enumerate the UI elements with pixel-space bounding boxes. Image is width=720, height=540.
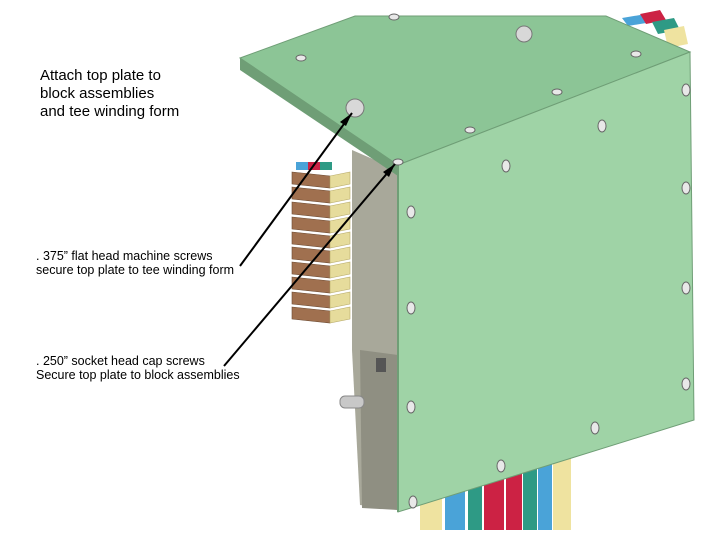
top-plate-screws [295, 13, 642, 166]
leader-lines [223, 112, 396, 367]
tee-winding-form [339, 150, 398, 510]
arrowhead-icon [383, 164, 395, 177]
cap-screw-icon [551, 88, 563, 96]
copper-block [291, 201, 331, 219]
screw-hole-icon [376, 358, 386, 372]
screw-icon [501, 159, 511, 173]
arrowhead-icon [340, 113, 352, 126]
flat-head-screw-icon [515, 25, 533, 43]
screw-icon [408, 495, 418, 509]
screw-icon [681, 181, 691, 195]
top-plate [238, 15, 695, 513]
screw-icon [406, 400, 416, 414]
screw-icon [590, 421, 600, 435]
insulation-block [329, 261, 351, 279]
leader-line-flat-head [239, 112, 353, 267]
screw-icon [597, 119, 607, 133]
insulation-block [329, 216, 351, 234]
copper-block [291, 246, 331, 264]
copper-block [291, 216, 331, 234]
cap-screw-icon [392, 158, 404, 166]
insulation-block [329, 201, 351, 219]
conductor-tab [296, 162, 308, 170]
copper-block [291, 231, 331, 249]
top-conductors [622, 10, 688, 48]
insulation-block [329, 246, 351, 264]
callout-flat-head-screws: . 375” flat head machine screws secure t… [36, 249, 235, 277]
screw-icon [681, 83, 691, 97]
screw-icon [406, 301, 416, 315]
block-assembly-stack [291, 162, 351, 324]
cap-screw-icon [388, 13, 400, 21]
copper-block [291, 291, 331, 309]
insulation-block [329, 171, 351, 189]
leader-line-cap-screw [223, 163, 396, 367]
insulation-block [329, 186, 351, 204]
callout-cap-screws: . 250” socket head cap screws Secure top… [36, 354, 240, 382]
insulation-block [329, 306, 351, 324]
conductor-tab [320, 162, 332, 170]
step-title: Attach top plate to block assemblies and… [40, 67, 180, 120]
insulation-block [329, 276, 351, 294]
screw-icon [406, 205, 416, 219]
cap-screw-icon [630, 50, 642, 58]
cap-screw-icon [295, 54, 307, 62]
copper-block [291, 186, 331, 204]
pin [339, 395, 365, 409]
screw-icon [496, 459, 506, 473]
screw-icon [681, 377, 691, 391]
side-plate-screws [406, 83, 691, 509]
copper-block [291, 306, 331, 324]
screw-icon [681, 281, 691, 295]
insulation-block [329, 231, 351, 249]
insulation-block [329, 291, 351, 309]
flat-head-screw-icon [345, 98, 365, 118]
cap-screw-icon [464, 126, 476, 134]
